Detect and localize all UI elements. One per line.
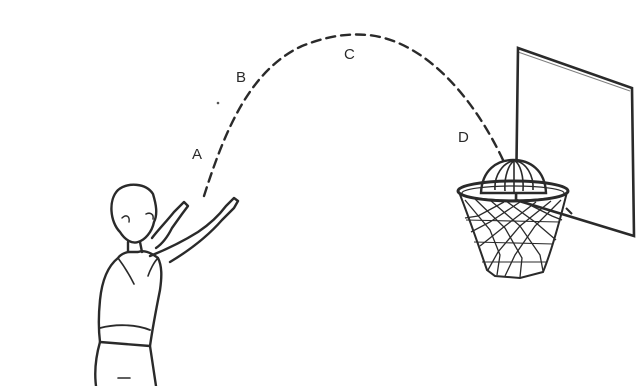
backboard — [514, 46, 636, 238]
hoop-net — [456, 179, 570, 280]
player-shorts — [94, 340, 158, 386]
point-b-label: B — [236, 69, 247, 86]
point-d-label: D — [458, 129, 469, 146]
player-head — [110, 183, 158, 244]
player-figure — [94, 183, 240, 386]
player-left-arm — [150, 200, 190, 250]
point-a-label: A — [192, 146, 203, 163]
stray-dot — [216, 101, 220, 105]
point-c-label: C — [344, 46, 355, 63]
player-torso — [97, 250, 163, 348]
player-right-arm — [148, 196, 240, 264]
ball-trajectory — [202, 33, 505, 198]
